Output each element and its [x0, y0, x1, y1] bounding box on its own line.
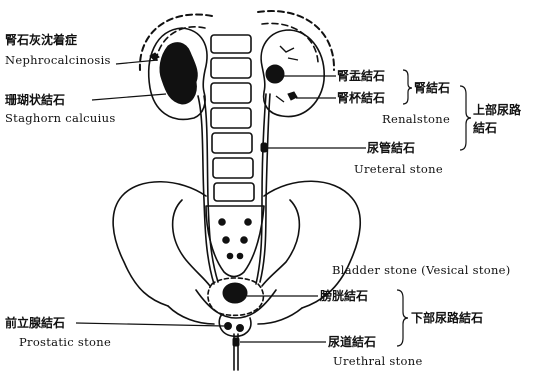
label-nephrocalcinosis-en: Nephrocalcinosis: [5, 55, 111, 67]
left-iliac-crest: [113, 182, 206, 306]
bladder-stone: [223, 283, 247, 303]
label-lower-tract: 下部尿路結石: [411, 312, 483, 324]
prostatic-stone: [225, 323, 232, 330]
label-calyx-stone: 腎杯結石: [337, 92, 385, 104]
right-iliac-inner: [262, 200, 299, 286]
vertebra: [213, 158, 253, 178]
label-renal-stone-en: Renalstone: [382, 114, 450, 126]
bracket-lower-tract: [397, 290, 408, 346]
label-upper-tract-line1: 上部尿路: [473, 104, 521, 116]
leader-nephrocalcinosis: [116, 60, 158, 64]
right-kidney-capsule-inner-dashed: [262, 23, 318, 62]
vertebra: [211, 83, 251, 103]
left-hip: [168, 306, 214, 324]
vertebra: [211, 35, 251, 53]
bracket-upper-tract: [460, 86, 471, 150]
urethral-stone: [233, 338, 239, 346]
vertebra: [211, 108, 251, 128]
bracket-renal: [403, 70, 412, 104]
label-bladder-stone-cn: 膀胱結石: [320, 290, 368, 302]
label-renal-stone-cn: 腎結石: [414, 82, 450, 94]
leader-staghorn: [92, 94, 166, 100]
prostatic-stone: [237, 325, 244, 332]
renal-pelvis-stone: [266, 65, 284, 83]
renal-calyx-stone: [288, 92, 297, 100]
label-bladder-stone-en: Bladder stone (Vesical stone): [332, 265, 511, 277]
vertebra: [212, 133, 252, 153]
label-urethral-stone-cn: 尿道結石: [328, 336, 376, 348]
right-hip: [258, 308, 302, 324]
label-prostatic-stone-en: Prostatic stone: [19, 337, 111, 349]
label-staghorn-en: Staghorn calcuius: [5, 113, 116, 125]
vertebra: [214, 183, 254, 201]
label-pelvis-stone: 腎盂結石: [337, 70, 385, 82]
label-ureteral-stone-en: Ureteral stone: [354, 164, 443, 176]
label-upper-tract-line2: 結石: [473, 122, 497, 134]
ureteral-stone: [261, 143, 267, 152]
vertebra: [211, 58, 251, 78]
staghorn-stone-left: [160, 43, 197, 104]
label-staghorn-cn: 珊瑚状結石: [5, 94, 65, 106]
label-prostatic-stone-cn: 前立腺結石: [5, 317, 65, 329]
label-ureteral-stone-cn: 尿管結石: [367, 142, 415, 154]
label-nephrocalcinosis-cn: 腎石灰沈着症: [5, 34, 77, 46]
label-urethral-stone-en: Urethral stone: [333, 356, 423, 368]
